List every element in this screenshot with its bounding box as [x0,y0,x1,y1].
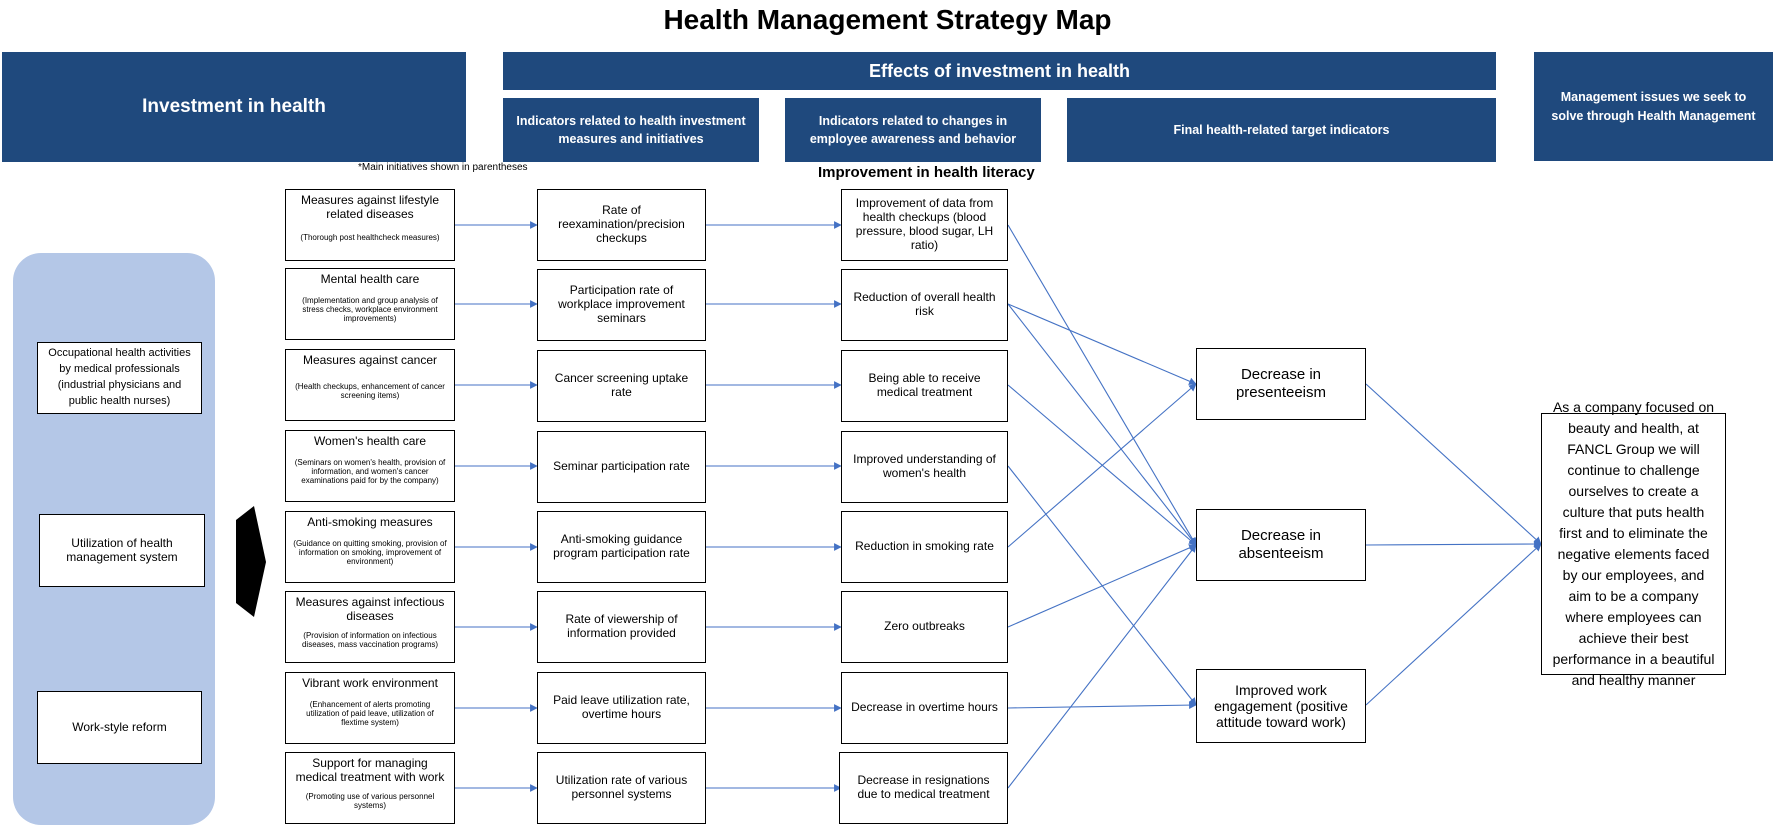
indicator-viewership-rate: Rate of viewership of information provid… [537,591,706,663]
arrow-target-to-management [1365,540,1542,548]
measure-infectious-diseases: Measures against infectious diseases (Pr… [285,591,455,663]
foundation-occupational-health: Occupational health activities by medica… [37,342,202,414]
measure-medical-treatment-support: Support for managing medical treatment w… [285,752,455,824]
management-statement: As a company focused on beauty and healt… [1541,399,1726,688]
arrow-awareness-to-target [1007,224,1197,546]
arrow-awareness-to-target [1007,303,1197,385]
target-presenteeism: Decrease in presenteeism [1196,348,1366,420]
foundation-work-style-reform: Work-style reform [37,691,202,764]
measure-title: Measures against lifestyle related disea… [300,193,440,221]
measure-subtitle: (Enhancement of alerts promoting utiliza… [306,700,434,728]
measure-title: Vibrant work environment [302,676,438,690]
measure-womens-health: Women's health care (Seminars on women's… [285,430,455,502]
measure-work-environment: Vibrant work environment (Enhancement of… [285,672,455,744]
measure-subtitle: (Seminars on women's health, provision o… [294,458,446,486]
measure-title: Support for managing medical treatment w… [295,756,445,784]
awareness-womens-health: Improved understanding of women's health [841,431,1008,503]
header-indicators-awareness: Indicators related to changes in employe… [785,98,1041,162]
header-indicators-measures: Indicators related to health investment … [503,98,759,162]
awareness-medical-treatment: Being able to receive medical treatment [841,350,1008,422]
measure-title: Measures against cancer [302,353,438,367]
measure-subtitle: (Health checkups, enhancement of cancer … [295,381,445,400]
measure-mental-health: Mental health care (Implementation and g… [285,268,455,340]
arrow-awareness-to-target [1007,544,1197,789]
measure-subtitle: (Implementation and group analysis of st… [302,296,438,324]
arrow-target-to-management [1365,383,1542,545]
measure-subtitle: (Guidance on quitting smoking, provision… [293,539,447,567]
measure-subtitle: (Promoting use of various personnel syst… [305,791,435,810]
indicator-seminar-participation-workplace: Participation rate of workplace improvem… [537,269,706,341]
measure-subtitle: (Thorough post healthcheck measures) [300,233,440,243]
awareness-overtime-hours: Decrease in overtime hours [841,672,1008,744]
indicator-personnel-systems-rate: Utilization rate of various personnel sy… [537,752,706,824]
header-management-issues: Management issues we seek to solve throu… [1534,52,1773,161]
arrow-awareness-to-target [1007,701,1197,709]
header-effects: Effects of investment in health [503,52,1496,90]
indicator-paid-leave-rate: Paid leave utilization rate, overtime ho… [537,672,706,744]
indicator-anti-smoking-participation: Anti-smoking guidance program participat… [537,511,706,583]
measure-cancer: Measures against cancer (Health checkups… [285,349,455,421]
arrow-target-to-management [1365,543,1542,706]
big-arrow-right-icon [236,506,266,617]
arrow-awareness-to-target [1007,303,1197,546]
literacy-label: Improvement in health literacy [818,164,1035,181]
measure-subtitle: (Provision of information on infectious … [301,630,439,649]
awareness-health-checkup-data: Improvement of data from health checkups… [841,189,1008,261]
awareness-resignations: Decrease in resignations due to medical … [839,752,1008,824]
header-final-indicators: Final health-related target indicators [1067,98,1496,162]
arrow-awareness-to-target [1007,544,1197,628]
awareness-health-risk: Reduction of overall health risk [841,269,1008,341]
arrow-awareness-to-target [1007,383,1197,548]
indicator-seminar-participation: Seminar participation rate [537,431,706,503]
measure-title: Mental health care [320,272,420,286]
target-work-engagement: Improved work engagement (positive attit… [1196,669,1366,743]
measure-anti-smoking: Anti-smoking measures (Guidance on quitt… [285,511,455,583]
measure-title: Women's health care [313,434,427,448]
foundation-health-management-system: Utilization of health management system [39,514,205,587]
measure-title: Anti-smoking measures [307,515,433,529]
measure-title: Measures against infectious diseases [295,595,445,623]
awareness-zero-outbreaks: Zero outbreaks [841,591,1008,663]
initiatives-note: *Main initiatives shown in parentheses [358,162,528,173]
target-absenteeism: Decrease in absenteeism [1196,509,1366,581]
indicator-reexamination-rate: Rate of reexamination/precision checkups [537,189,706,261]
awareness-smoking-rate: Reduction in smoking rate [841,511,1008,583]
measure-lifestyle-diseases: Measures against lifestyle related disea… [285,189,455,261]
page-title: Health Management Strategy Map [663,4,1112,35]
indicator-cancer-screening-rate: Cancer screening uptake rate [537,350,706,422]
header-investment: Investment in health [2,52,466,162]
